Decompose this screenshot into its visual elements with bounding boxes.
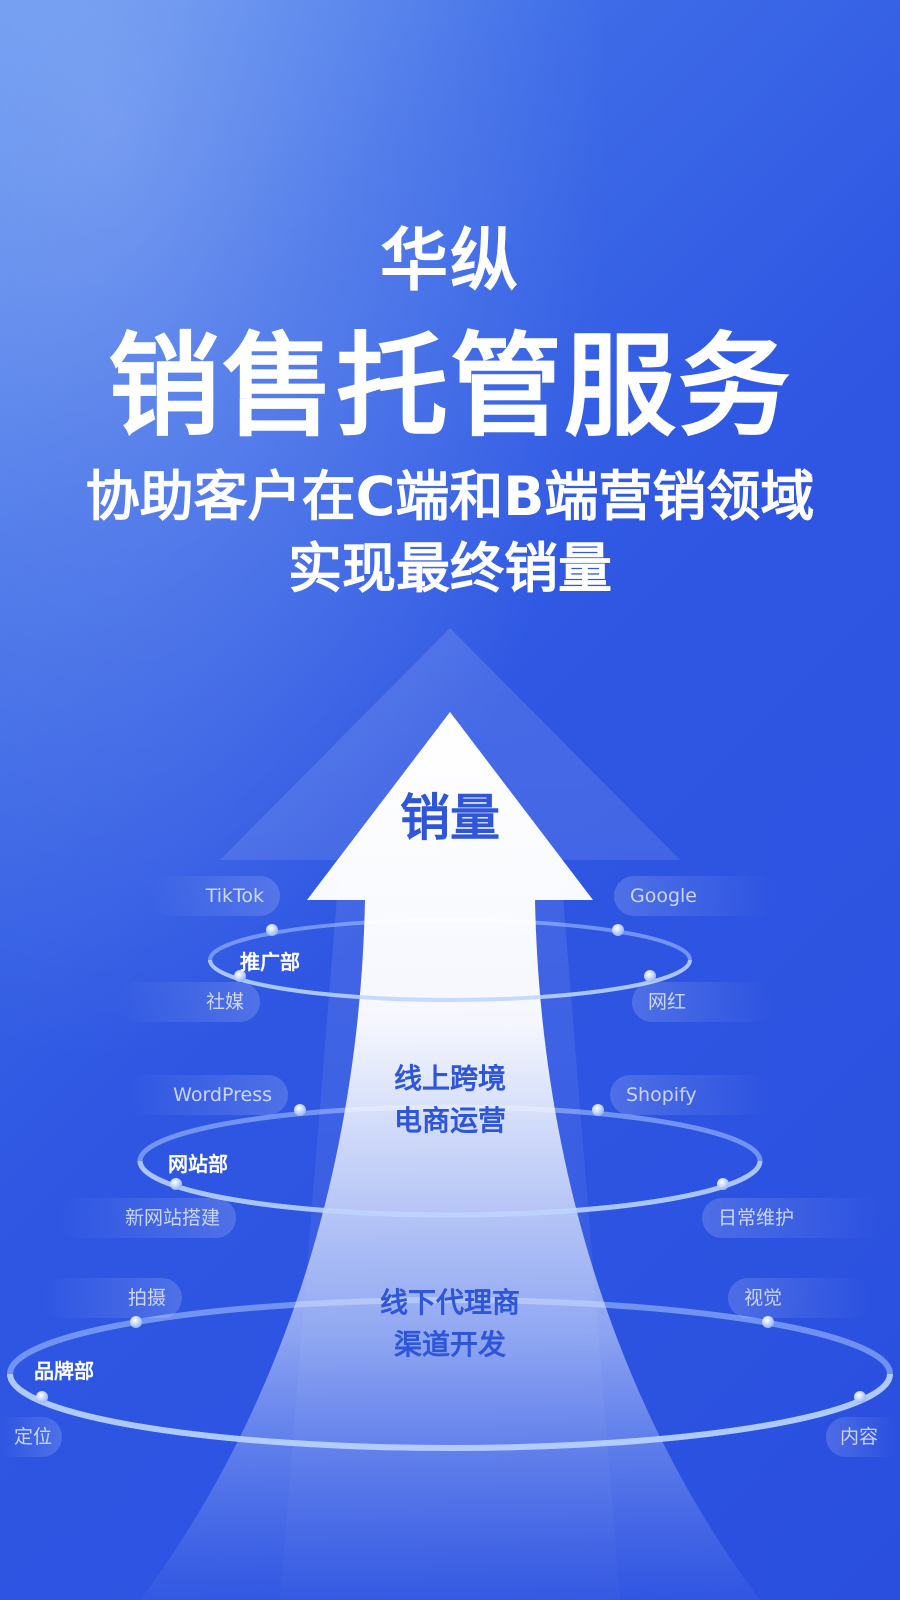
- main-arrow-shape: [140, 712, 760, 1600]
- tag-influencer: 网红: [632, 982, 774, 1022]
- ring-dot: [130, 1316, 142, 1328]
- growth-arrow-diagram: [7, 628, 893, 1600]
- ring-dot: [612, 924, 624, 936]
- tag-social-media: 社媒: [118, 982, 260, 1022]
- tag-photography: 拍摄: [42, 1278, 182, 1318]
- ring-dot: [36, 1391, 48, 1403]
- department-promotion: 推广部: [240, 950, 300, 974]
- tag-shopify: Shopify: [610, 1075, 772, 1115]
- arrow-middle-label-1: 线上跨境: [393, 1062, 506, 1095]
- ring-front-brand: [7, 1373, 893, 1451]
- department-brand: 品牌部: [34, 1359, 94, 1383]
- brand-name: 华纵: [379, 222, 520, 301]
- page-title: 销售托管服务: [108, 322, 792, 452]
- tag-content: 内容: [826, 1417, 896, 1457]
- tag-new-website: 新网站搭建: [58, 1198, 236, 1238]
- tag-visual: 视觉: [728, 1278, 870, 1318]
- subtitle-line-1: 协助客户在C端和B端营销领域: [85, 465, 815, 528]
- arrow-middle-label-2: 电商运营: [393, 1104, 506, 1137]
- department-website: 网站部: [168, 1152, 228, 1176]
- ring-dot: [592, 1104, 604, 1116]
- ring-dot: [234, 970, 246, 982]
- tag-wordpress: WordPress: [128, 1075, 288, 1115]
- ring-dot: [717, 1178, 729, 1190]
- arrow-bottom-label-2: 渠道开发: [393, 1328, 506, 1361]
- ring-dot: [294, 1104, 306, 1116]
- arrow-bottom-label-1: 线下代理商: [379, 1286, 520, 1319]
- ring-dot: [644, 970, 656, 982]
- tag-google: Google: [614, 876, 776, 916]
- tag-tiktok: TikTok: [150, 876, 280, 916]
- subtitle-line-2: 实现最终销量: [288, 537, 612, 600]
- ring-dot: [762, 1316, 774, 1328]
- ring-dot: [854, 1391, 866, 1403]
- ring-dot: [170, 1178, 182, 1190]
- tag-positioning: 定位: [0, 1417, 62, 1457]
- tag-daily-maintenance: 日常维护: [702, 1198, 884, 1238]
- ring-dots: [36, 924, 866, 1403]
- ring-dot: [266, 924, 278, 936]
- arrow-top-label: 销量: [400, 789, 500, 847]
